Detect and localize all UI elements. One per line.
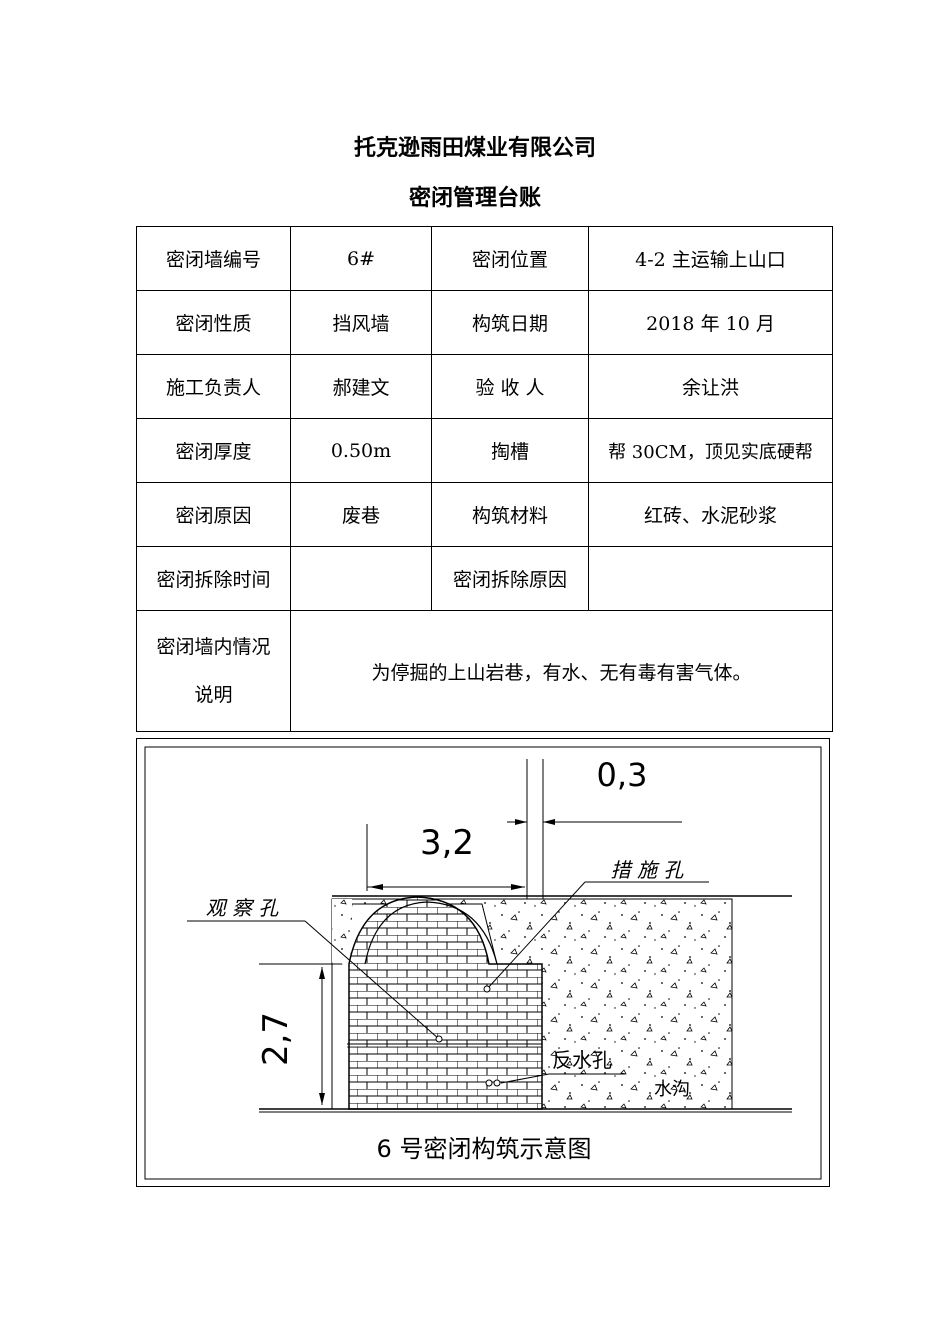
- inner-frame: [144, 746, 822, 1180]
- inside-value: 为停掘的上山岩巷，有水、无有毒有害气体。: [290, 610, 833, 732]
- ledger-table: 密闭墙编号 6# 密闭位置 4-2 主运输上山口 密闭性质 挡风墙 构筑日期 2…: [136, 226, 833, 732]
- groove-value: 帮 30CM，顶见实底硬帮: [588, 418, 833, 483]
- drain-hole: [485, 1079, 493, 1087]
- document-title: 密闭管理台账: [408, 186, 541, 211]
- inspector-value: 余让洪: [588, 354, 833, 419]
- ditch-label: 水沟: [654, 1079, 690, 1100]
- position-label: 密闭位置: [431, 226, 589, 291]
- material-label: 构筑材料: [431, 482, 589, 547]
- leader-value: 郝建文: [290, 354, 432, 419]
- inside-label: 密闭墙内情况 说明: [136, 610, 291, 732]
- removal-time-label: 密闭拆除时间: [136, 546, 291, 611]
- removal-reason-label: 密闭拆除原因: [431, 546, 589, 611]
- diagram-caption: 6 号密闭构筑示意图: [377, 1135, 592, 1163]
- table-row: 密闭拆除时间 密闭拆除原因: [136, 546, 833, 611]
- brick-wall: [348, 896, 543, 1110]
- company-name: 托克逊雨田煤业有限公司: [353, 136, 596, 161]
- removal-reason-value: [588, 546, 833, 611]
- position-value: 4-2 主运输上山口: [588, 226, 833, 291]
- inspector-label: 验 收 人: [431, 354, 589, 419]
- dim-height-label: 2,7: [256, 1012, 296, 1066]
- nature-label: 密闭性质: [136, 290, 291, 355]
- removal-time-value: [290, 546, 432, 611]
- reason-label: 密闭原因: [136, 482, 291, 547]
- inside-label-line2: 说明: [194, 684, 233, 706]
- leader-label: 施工负责人: [136, 354, 291, 419]
- material-value: 红砖、水泥砂浆: [588, 482, 833, 547]
- table-row: 密闭厚度 0.50m 掏槽 帮 30CM，顶见实底硬帮: [136, 418, 833, 483]
- observe-hole-label: 观 察 孔: [206, 896, 280, 920]
- table-row: 密闭原因 废巷 构筑材料 红砖、水泥砂浆: [136, 482, 833, 547]
- table-row: 密闭性质 挡风墙 构筑日期 2018 年 10 月: [136, 290, 833, 355]
- table-row: 施工负责人 郝建文 验 收 人 余让洪: [136, 354, 833, 419]
- measure-hole: [483, 985, 491, 993]
- measure-hole-label: 措 施 孔: [611, 858, 685, 882]
- drain-hole-label: 反水孔: [552, 1048, 612, 1072]
- build-date-label: 构筑日期: [431, 290, 589, 355]
- observe-hole: [435, 1035, 443, 1043]
- build-date-value: 2018 年 10 月: [588, 290, 833, 355]
- inside-label-line1: 密闭墙内情况: [156, 636, 271, 658]
- reason-value: 废巷: [290, 482, 432, 547]
- groove-label: 掏槽: [431, 418, 589, 483]
- wall-no-value: 6#: [290, 226, 432, 291]
- dim-thickness-label: 0,3: [597, 756, 648, 794]
- thickness-label: 密闭厚度: [136, 418, 291, 483]
- table-row: 密闭墙内情况 说明 为停掘的上山岩巷，有水、无有毒有害气体。: [136, 610, 833, 732]
- wall-no-label: 密闭墙编号: [136, 226, 291, 291]
- dim-width-label: 3,2: [420, 823, 474, 863]
- table-row: 密闭墙编号 6# 密闭位置 4-2 主运输上山口: [136, 226, 833, 291]
- wall-diagram: 2,7 3,2 0,3 措 施 孔 观 察 孔 反水孔 水沟: [144, 746, 822, 1180]
- wall-diagram-frame: 2,7 3,2 0,3 措 施 孔 观 察 孔 反水孔 水沟: [136, 738, 830, 1187]
- nature-value: 挡风墙: [290, 290, 432, 355]
- thickness-value: 0.50m: [290, 418, 432, 483]
